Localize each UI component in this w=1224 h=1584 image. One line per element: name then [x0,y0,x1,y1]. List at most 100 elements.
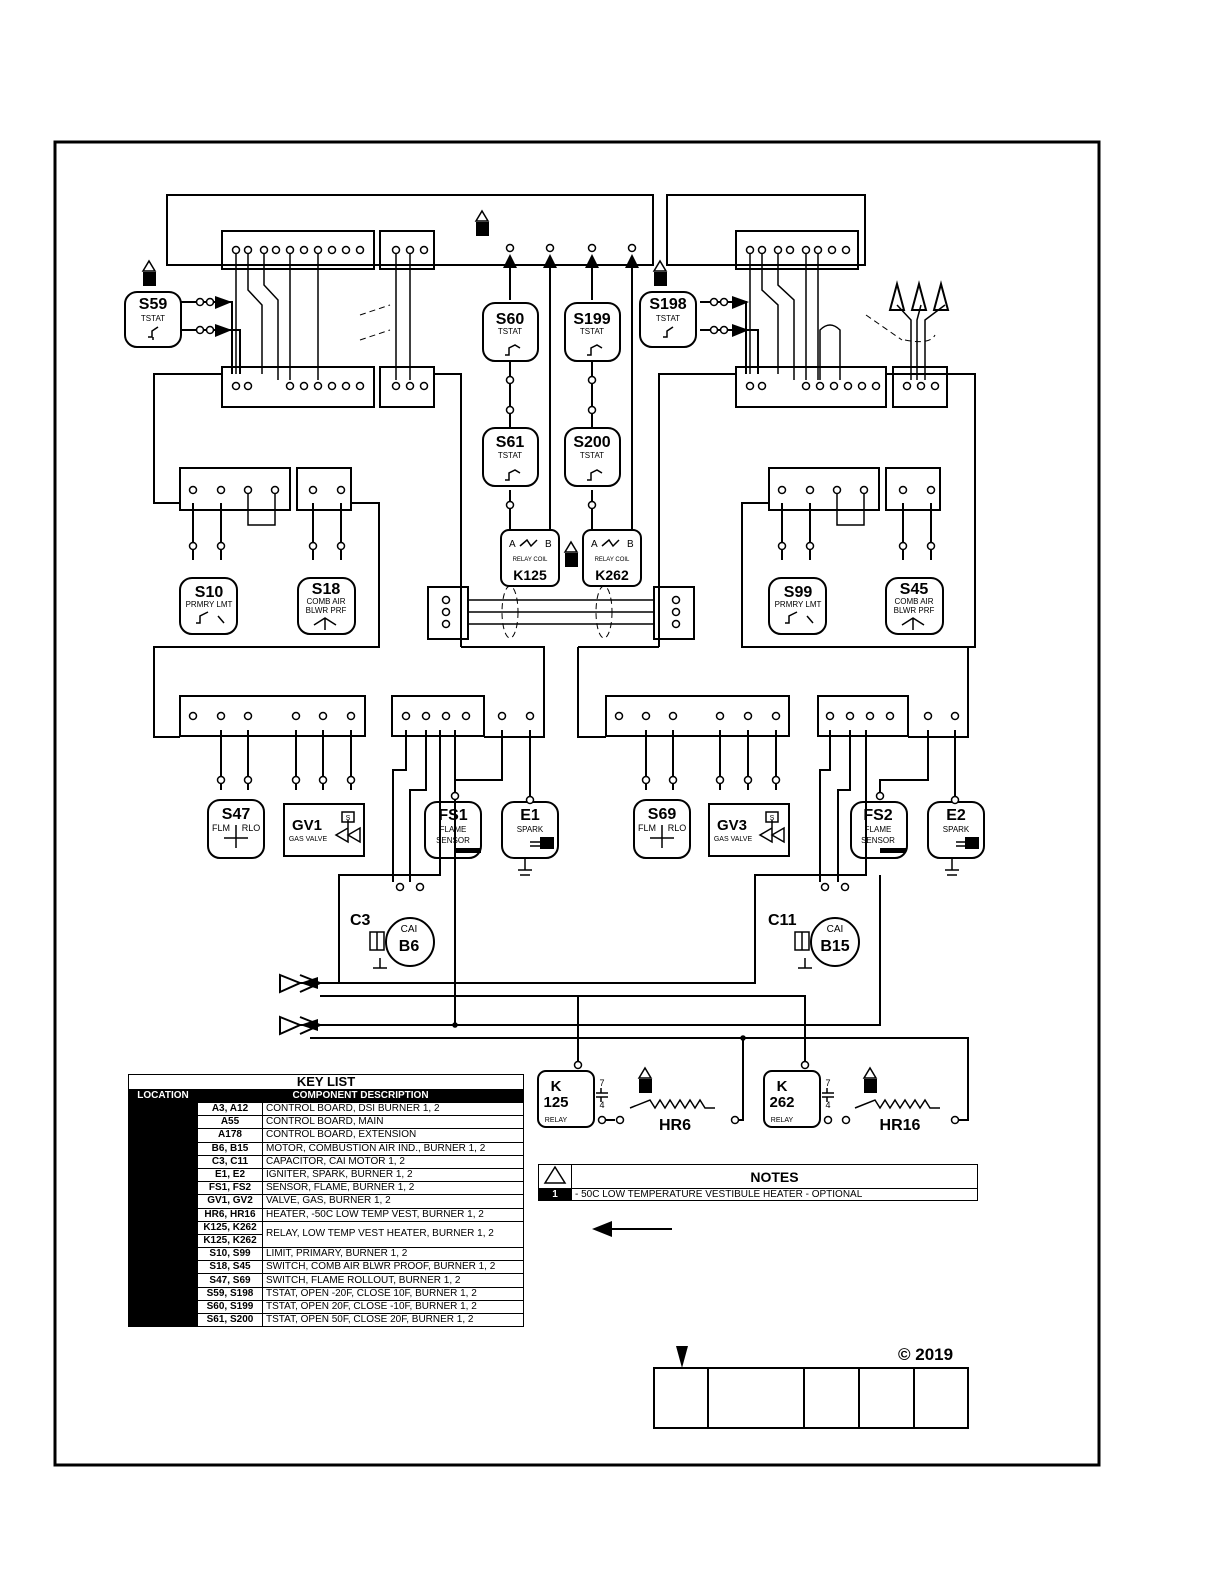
key-list-header-description: COMPONENT DESCRIPTION [197,1089,524,1103]
location-cell [128,1247,198,1262]
location-cell [128,1128,198,1143]
s47-box [207,799,265,859]
svg-text:TSTAT: TSTAT [580,327,604,336]
location-cell [128,1312,198,1328]
connector-a12-3 [605,695,790,737]
connector-p7 [892,366,948,408]
svg-text:RELAY COIL: RELAY COIL [513,557,548,563]
svg-text:COMB AIR: COMB AIR [894,597,933,606]
description-cell: CAPACITOR, CAI MOTOR 1, 2 [262,1154,524,1169]
title-block [653,1367,969,1429]
svg-text:K: K [551,1078,562,1095]
label-b6: B6 [399,938,420,955]
location-cell [128,1286,198,1301]
k125-box [500,529,560,587]
fs2-box [850,801,908,859]
svg-text:TSTAT: TSTAT [498,327,522,336]
svg-text:4: 4 [599,1100,604,1110]
s61-box [482,427,539,487]
description-cell: IGNITER, SPARK, BURNER 1, 2 [262,1167,524,1183]
svg-text:CAI: CAI [827,924,844,935]
svg-text:RELAY COIL: RELAY COIL [595,557,630,563]
k125-relay-box [537,1070,595,1128]
label-s69: S69 [648,806,677,823]
notes-title: NOTES [571,1164,978,1189]
location-cell [128,1220,198,1235]
svg-text:A: A [509,539,516,550]
label-hr16: HR16 [880,1117,921,1134]
component-cell: S10, S99 [197,1247,263,1262]
label-s18: S18 [312,581,341,598]
description-cell: TSTAT, OPEN 50F, CLOSE 20F, BURNER 1, 2 [262,1312,524,1328]
component-cell: A55 [197,1115,263,1130]
svg-text:BLWR PRF: BLWR PRF [894,606,935,615]
s59-box [124,291,182,348]
description-cell: CONTROL BOARD, EXTENSION [262,1128,524,1143]
connector-mid-left [427,586,469,640]
board-a3-outline [153,373,222,504]
svg-text:SENSOR: SENSOR [436,836,470,845]
svg-text:RLO: RLO [242,823,261,833]
thermostat-feed-wires [509,268,633,530]
plug-upper [279,973,323,994]
label-gv3: GV3 [717,817,747,834]
wire-tips [888,280,950,311]
description-cell: LIMIT, PRIMARY, BURNER 1, 2 [262,1247,524,1262]
label-k262: K262 [595,567,629,583]
label-c11: C11 [768,912,797,929]
label-k125: K125 [513,567,547,583]
component-cell: FS1, FS2 [197,1181,263,1196]
connector-p6 [735,366,887,408]
note-markers [141,209,878,1093]
connector-p3 [735,230,859,270]
note-number: 1 [538,1188,572,1201]
svg-text:BLWR PRF: BLWR PRF [306,606,347,615]
gv1-box [283,803,365,857]
svg-text:K: K [777,1078,788,1095]
svg-text:A: A [591,539,598,550]
connector-p1 [221,230,375,270]
svg-text:SPARK: SPARK [943,825,970,834]
connector-a3-2 [296,467,352,511]
copyright: © 2019 [898,1345,953,1365]
label-k125-relay: 125 [543,1094,568,1111]
k262-relay-box [763,1070,821,1128]
board-a12-left [658,373,736,647]
connector-a3-1 [179,467,291,511]
b15-motor [810,917,860,967]
svg-text:7: 7 [825,1078,830,1088]
component-cell: GV1, GV2 [197,1194,263,1209]
copyright-symbol: © [898,1345,911,1364]
notes-table: NOTES 1 - 50C LOW TEMPERATURE VESTIBULE … [538,1164,978,1201]
component-cell: K125, K262 [197,1233,263,1249]
svg-text:FLM: FLM [638,823,656,833]
location-cell [128,1273,198,1288]
description-cell: SENSOR, FLAME, BURNER 1, 2 [262,1181,524,1196]
description-cell: CONTROL BOARD, MAIN [262,1115,524,1130]
svg-text:RELAY: RELAY [545,1117,568,1124]
label-s47: S47 [222,806,251,823]
label-s99: S99 [784,584,813,601]
location-cell [128,1194,198,1209]
description-cell: CONTROL BOARD, DSI BURNER 1, 2 [262,1101,524,1117]
label-b15: B15 [820,938,849,955]
s45-box [885,577,944,635]
s60-box [482,302,539,362]
component-cell: S59, S198 [197,1286,263,1301]
description-cell: TSTAT, OPEN 20F, CLOSE -10F, BURNER 1, 2 [262,1299,524,1315]
description-cell: MOTOR, COMBUSTION AIR IND., BURNER 1, 2 [262,1141,524,1156]
svg-text:TSTAT: TSTAT [141,314,165,323]
board-a3-lower [153,502,380,738]
hr6-element [629,1098,715,1110]
